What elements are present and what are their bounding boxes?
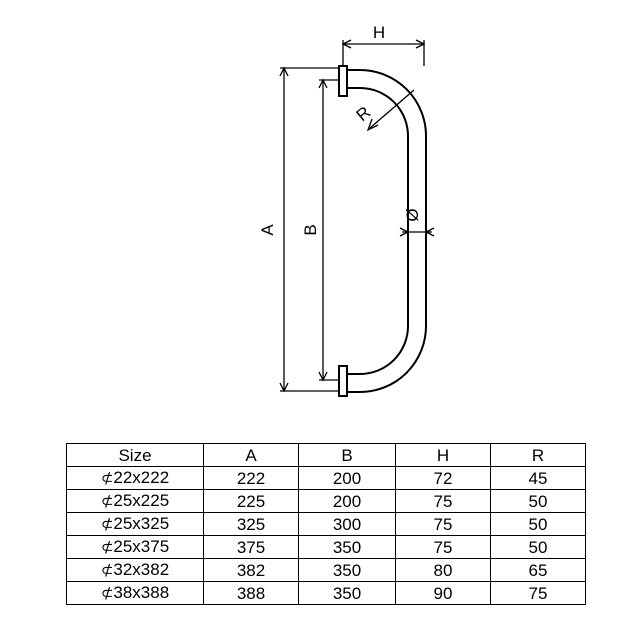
- h-cell: 90: [395, 581, 491, 605]
- a-cell: 382: [203, 558, 299, 582]
- diameter-label: Ø: [403, 208, 422, 221]
- h-cell: 75: [395, 489, 491, 513]
- a-cell: 388: [203, 581, 299, 605]
- size-cell: ⊄38x388: [66, 581, 204, 605]
- r-cell: 50: [490, 489, 586, 513]
- size-value: 25x375: [113, 537, 170, 556]
- size-value: 32x382: [113, 560, 170, 579]
- table-row: ⊄25x325 325 300 75 50: [66, 512, 586, 536]
- size-value: 25x325: [113, 514, 170, 533]
- size-value: 25x225: [113, 491, 170, 510]
- table-row: ⊄25x375 375 350 75 50: [66, 535, 586, 559]
- header-h: H: [395, 443, 491, 467]
- header-a: A: [203, 443, 299, 467]
- h-cell: 80: [395, 558, 491, 582]
- size-cell: ⊄32x382: [66, 558, 204, 582]
- diameter-symbol: ⊄: [100, 516, 114, 533]
- size-cell: ⊄25x325: [66, 512, 204, 536]
- diameter-symbol: ⊄: [100, 539, 114, 556]
- b-cell: 200: [298, 489, 396, 513]
- handle-body: [338, 65, 427, 397]
- r-cell: 50: [490, 512, 586, 536]
- table-row: ⊄38x388 388 350 90 75: [66, 581, 586, 605]
- b-cell: 200: [298, 466, 396, 490]
- table-row: ⊄32x382 382 350 80 65: [66, 558, 586, 582]
- table-row: ⊄22x222 222 200 72 45: [66, 466, 586, 490]
- diameter-symbol: ⊄: [100, 493, 114, 510]
- r-cell: 45: [490, 466, 586, 490]
- table-row: ⊄25x225 225 200 75 50: [66, 489, 586, 513]
- size-table: Size A B H R ⊄22x222 222 200 72 45 ⊄25x2…: [66, 443, 586, 605]
- h-cell: 75: [395, 512, 491, 536]
- header-size: Size: [66, 443, 204, 467]
- size-cell: ⊄25x375: [66, 535, 204, 559]
- h-dimension: [341, 39, 426, 66]
- b-dimension: [318, 78, 340, 382]
- handle-drawing: H A B R Ø: [258, 23, 435, 397]
- table-header-row: Size A B H R: [66, 443, 586, 467]
- diameter-symbol: ⊄: [100, 470, 114, 487]
- h-cell: 75: [395, 535, 491, 559]
- size-cell: ⊄25x225: [66, 489, 204, 513]
- a-dimension: [279, 66, 338, 393]
- a-cell: 222: [203, 466, 299, 490]
- r-cell: 65: [490, 558, 586, 582]
- b-cell: 350: [298, 558, 396, 582]
- diameter-symbol: ⊄: [100, 585, 114, 602]
- b-cell: 300: [298, 512, 396, 536]
- r-cell: 75: [490, 581, 586, 605]
- size-cell: ⊄22x222: [66, 466, 204, 490]
- a-cell: 325: [203, 512, 299, 536]
- b-label: B: [301, 224, 320, 235]
- a-cell: 225: [203, 489, 299, 513]
- size-value: 38x388: [113, 583, 170, 602]
- r-cell: 50: [490, 535, 586, 559]
- a-label: A: [258, 224, 277, 236]
- b-cell: 350: [298, 581, 396, 605]
- b-cell: 350: [298, 535, 396, 559]
- radius-indicator: [366, 89, 415, 132]
- diameter-symbol: ⊄: [100, 562, 114, 579]
- diameter-indicator: [399, 227, 435, 237]
- size-value: 22x222: [113, 468, 170, 487]
- a-cell: 375: [203, 535, 299, 559]
- header-b: B: [298, 443, 396, 467]
- h-label: H: [373, 23, 385, 42]
- header-r: R: [490, 443, 586, 467]
- h-cell: 72: [395, 466, 491, 490]
